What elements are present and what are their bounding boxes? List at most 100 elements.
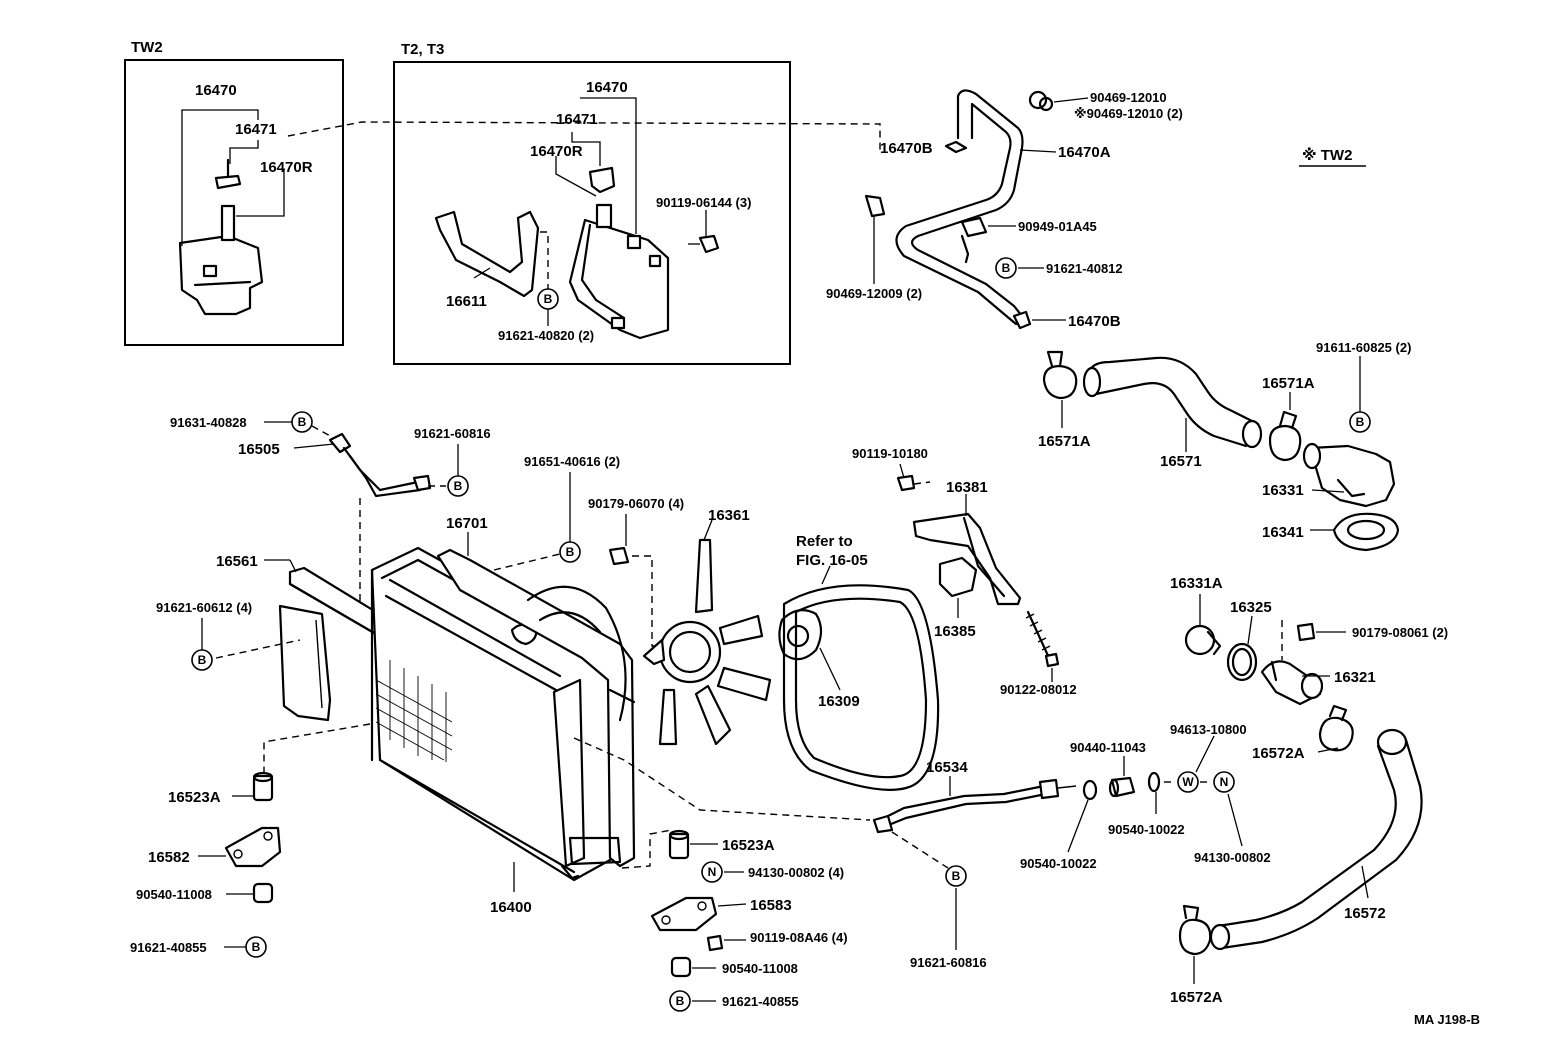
- cushion-16523A-left: 16523A: [168, 723, 371, 806]
- label-16309: 16309: [818, 693, 860, 710]
- label-91651-40616: 91651-40616 (2): [524, 454, 620, 469]
- diagram-code: MA J198-B: [1414, 1012, 1480, 1027]
- bracket-16583: 16583: [650, 896, 792, 932]
- label-16361: 16361: [708, 507, 750, 524]
- cushion-90540-11008-right: 90540-11008: [670, 956, 798, 978]
- marker-b: B: [198, 653, 207, 667]
- shroud-stay-16505: 16505: [238, 432, 446, 498]
- bolt-marker-91621-40855-left: 91621-40855 B: [130, 936, 267, 958]
- label-16331A: 16331A: [1170, 575, 1223, 592]
- fan-shroud-16701: 16701: [436, 515, 636, 868]
- hose-16534: 16534: [573, 737, 1077, 869]
- label-91621-40820: 91621-40820 (2): [498, 328, 594, 343]
- label-90119-08A46: 90119-08A46 (4): [750, 930, 848, 945]
- plug-90440-11043: 90440-11043: [1070, 740, 1146, 798]
- label-94613-10800: 94613-10800: [1170, 722, 1247, 737]
- washer-marker-94613-10800: W 94613-10800: [1164, 722, 1247, 793]
- label-90179-08061: 90179-08061 (2): [1352, 625, 1448, 640]
- label-16582: 16582: [148, 849, 190, 866]
- label-16470R-tw2: 16470R: [260, 159, 313, 176]
- bolt-90119-10180: 90119-10180: [852, 446, 931, 492]
- label-90440-11043: 90440-11043: [1070, 740, 1146, 755]
- label-91611-60825: 91611-60825 (2): [1316, 340, 1411, 355]
- bolt-90119-08A46: 90119-08A46 (4): [706, 930, 848, 952]
- marker-w: W: [1182, 775, 1194, 789]
- cushion-90540-11008-left: 90540-11008: [136, 882, 274, 904]
- label-16701: 16701: [446, 515, 488, 532]
- cooling-fan-16361: 16361: [642, 507, 772, 746]
- gasket-90540-10022-left: 90540-10022: [1020, 779, 1098, 871]
- label-90179-06070: 90179-06070 (4): [588, 496, 684, 511]
- label-16470-tw2: 16470: [195, 82, 237, 99]
- radiator-core-grid: [375, 660, 453, 762]
- label-91621-60612: 91621-60612 (4): [156, 600, 252, 615]
- bolt-marker-91621-60816-lower: B 91621-60816: [910, 865, 987, 970]
- label-16523A-left: 16523A: [168, 789, 221, 806]
- bolt-marker-91621-40812: B 91621-40812: [995, 257, 1123, 279]
- label-90122-08012: 90122-08012: [1000, 682, 1077, 697]
- marker-b: B: [1356, 415, 1365, 429]
- water-inlet-16321: 16321: [1260, 660, 1376, 706]
- bolt-marker-91651-40616: 91651-40616 (2) B: [524, 454, 620, 563]
- marker-b: B: [298, 415, 307, 429]
- nut-90179-06070: 90179-06070 (4): [588, 496, 684, 647]
- label-90540-10022-right: 90540-10022: [1108, 822, 1185, 837]
- bracket-16381: 16381: [912, 479, 1022, 606]
- label-90540-10022-left: 90540-10022: [1020, 856, 1097, 871]
- group-box-t2-t3: T2, T3: [393, 41, 791, 365]
- fluid-coupling-16309: 16309: [778, 609, 860, 710]
- label-90949-01A45: 90949-01A45: [1018, 219, 1097, 234]
- label-16505: 16505: [238, 441, 280, 458]
- note-tw2-label: ※ TW2: [1302, 146, 1352, 164]
- marker-b: B: [252, 940, 261, 954]
- thermostat-16331A: 16331A: [1170, 575, 1223, 656]
- gasket-16325: 16325: [1226, 599, 1272, 682]
- nut-marker-94130-00802: N 94130-00802: [1194, 771, 1271, 865]
- label-90540-11008-left: 90540-11008: [136, 887, 212, 902]
- label-94130-00802-4: 94130-00802 (4): [748, 865, 844, 880]
- marker-b: B: [544, 292, 553, 306]
- cushion-16523A-right: 16523A: [621, 829, 775, 869]
- label-16470-t2t3: 16470: [586, 79, 628, 96]
- hose-clamp-16571A-left: 16571A: [1038, 350, 1091, 450]
- marker-b: B: [952, 869, 961, 883]
- label-16470B-upper: 16470B: [880, 140, 933, 157]
- clip-90949-01A45: 90949-01A45: [960, 216, 1097, 264]
- marker-b: B: [454, 479, 463, 493]
- label-16534: 16534: [926, 759, 968, 776]
- label-16572: 16572: [1344, 905, 1386, 922]
- group-label-tw2: TW2: [131, 39, 163, 56]
- label-91621-40855-left: 91621-40855: [130, 940, 207, 955]
- label-16321: 16321: [1334, 669, 1376, 686]
- label-91621-60816-lower: 91621-60816: [910, 955, 987, 970]
- label-16523A-right: 16523A: [722, 837, 775, 854]
- reservoir-tank-t2t3: 16470 16471 16470R: [530, 79, 670, 340]
- gasket-16341: 16341: [1262, 512, 1400, 552]
- marker-b: B: [1002, 261, 1011, 275]
- marker-b: B: [566, 545, 575, 559]
- label-16470R-t2t3: 16470R: [530, 143, 583, 160]
- nut-marker-94130-00802-4: N 94130-00802 (4): [701, 861, 844, 883]
- bolt-marker-91611-60825: B 91611-60825 (2): [1316, 340, 1411, 433]
- marker-b: B: [676, 994, 685, 1008]
- group-label-t2-t3: T2, T3: [401, 41, 444, 58]
- label-90119-06144: 90119-06144 (3): [656, 195, 751, 210]
- reservoir-tank-tw2: 16470 16471 16470R: [178, 82, 313, 316]
- label-16341: 16341: [1262, 524, 1304, 541]
- label-16385: 16385: [934, 623, 976, 640]
- radiator-lower-hose-16572: 16572: [1209, 728, 1423, 951]
- label-91631-40828: 91631-40828: [170, 415, 247, 430]
- marker-n: N: [708, 865, 717, 879]
- overflow-hose-16470A: 16470A 16470B 16470B: [880, 89, 1121, 330]
- label-16572A-upper: 16572A: [1252, 745, 1305, 762]
- label-16572A-lower: 16572A: [1170, 989, 1223, 1006]
- hose-clamp-16571A-right: 16571A: [1262, 375, 1315, 462]
- radiator-upper-hose-16571: 16571: [1082, 356, 1263, 470]
- connect-line-tanks: [287, 121, 881, 150]
- tank-bracket-16611: 16611: [434, 210, 549, 310]
- label-16381: 16381: [946, 479, 988, 496]
- label-16611: 16611: [446, 293, 487, 310]
- nut-90179-08061: 90179-08061 (2): [1281, 620, 1448, 660]
- bolt-marker-91621-40820: B 91621-40820 (2): [498, 288, 594, 343]
